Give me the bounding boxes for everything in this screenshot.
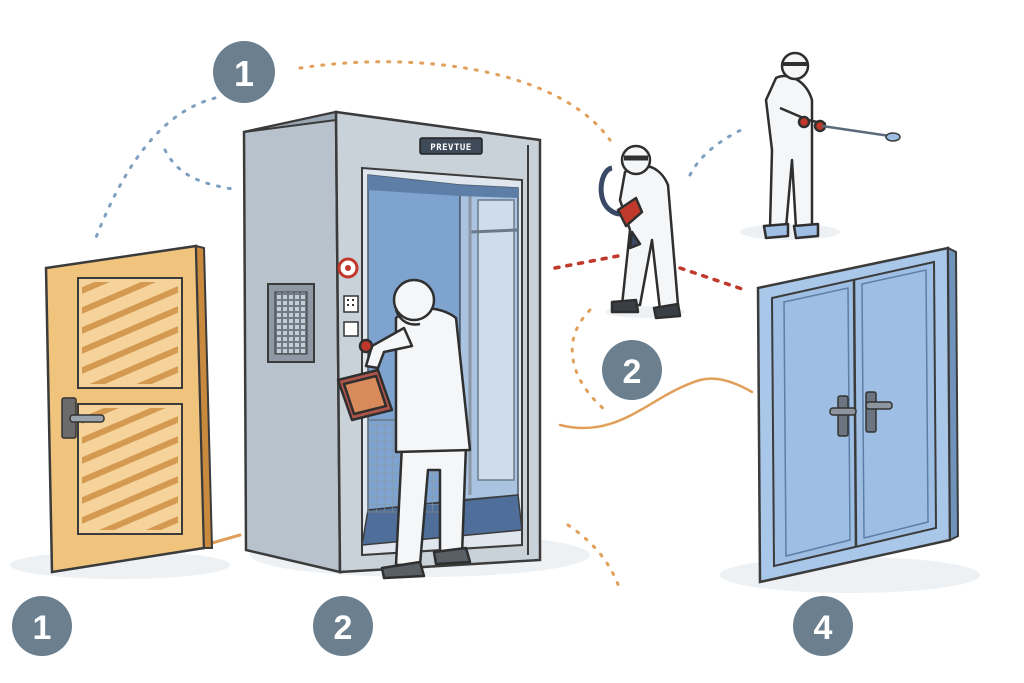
- badge-bottom-4: 4: [793, 596, 853, 656]
- badge-bottom-2-label: 2: [334, 609, 353, 647]
- badge-top-1: 1: [213, 41, 275, 103]
- path-badge1-booth: [163, 148, 240, 192]
- path-vacuum-to-sprayer: [688, 126, 747, 177]
- connector-paths: [93, 60, 754, 592]
- badge-bottom-1-label: 1: [33, 609, 52, 647]
- badge-bottom-1: 1: [12, 596, 72, 656]
- worker-in-booth-icon: [336, 278, 472, 580]
- badge-top-1-label: 1: [234, 53, 254, 94]
- path-badge1-to-booth: [298, 60, 612, 142]
- path-booth-floor: [566, 523, 622, 592]
- path-booth-to-steel-door: [558, 377, 754, 430]
- path-vacuum-to-door: [678, 266, 747, 292]
- path-vacuum-to-badge2: [570, 308, 607, 412]
- keypad-icon: [343, 295, 359, 313]
- badge-bottom-4-label: 4: [814, 609, 833, 647]
- path-badge1-left: [93, 96, 217, 242]
- booth-sign-label: PREVTUE: [430, 143, 471, 153]
- vacuum-worker-icon: [598, 144, 682, 320]
- steel-double-door-icon: [756, 246, 960, 584]
- wooden-door-icon: [44, 244, 214, 574]
- badge-bottom-2: 2: [313, 596, 373, 656]
- badge-mid-2-label: 2: [623, 353, 642, 391]
- path-booth-to-vacuum: [553, 254, 620, 270]
- sprayer-worker-icon: [762, 51, 901, 240]
- badge-mid-2: 2: [602, 340, 662, 400]
